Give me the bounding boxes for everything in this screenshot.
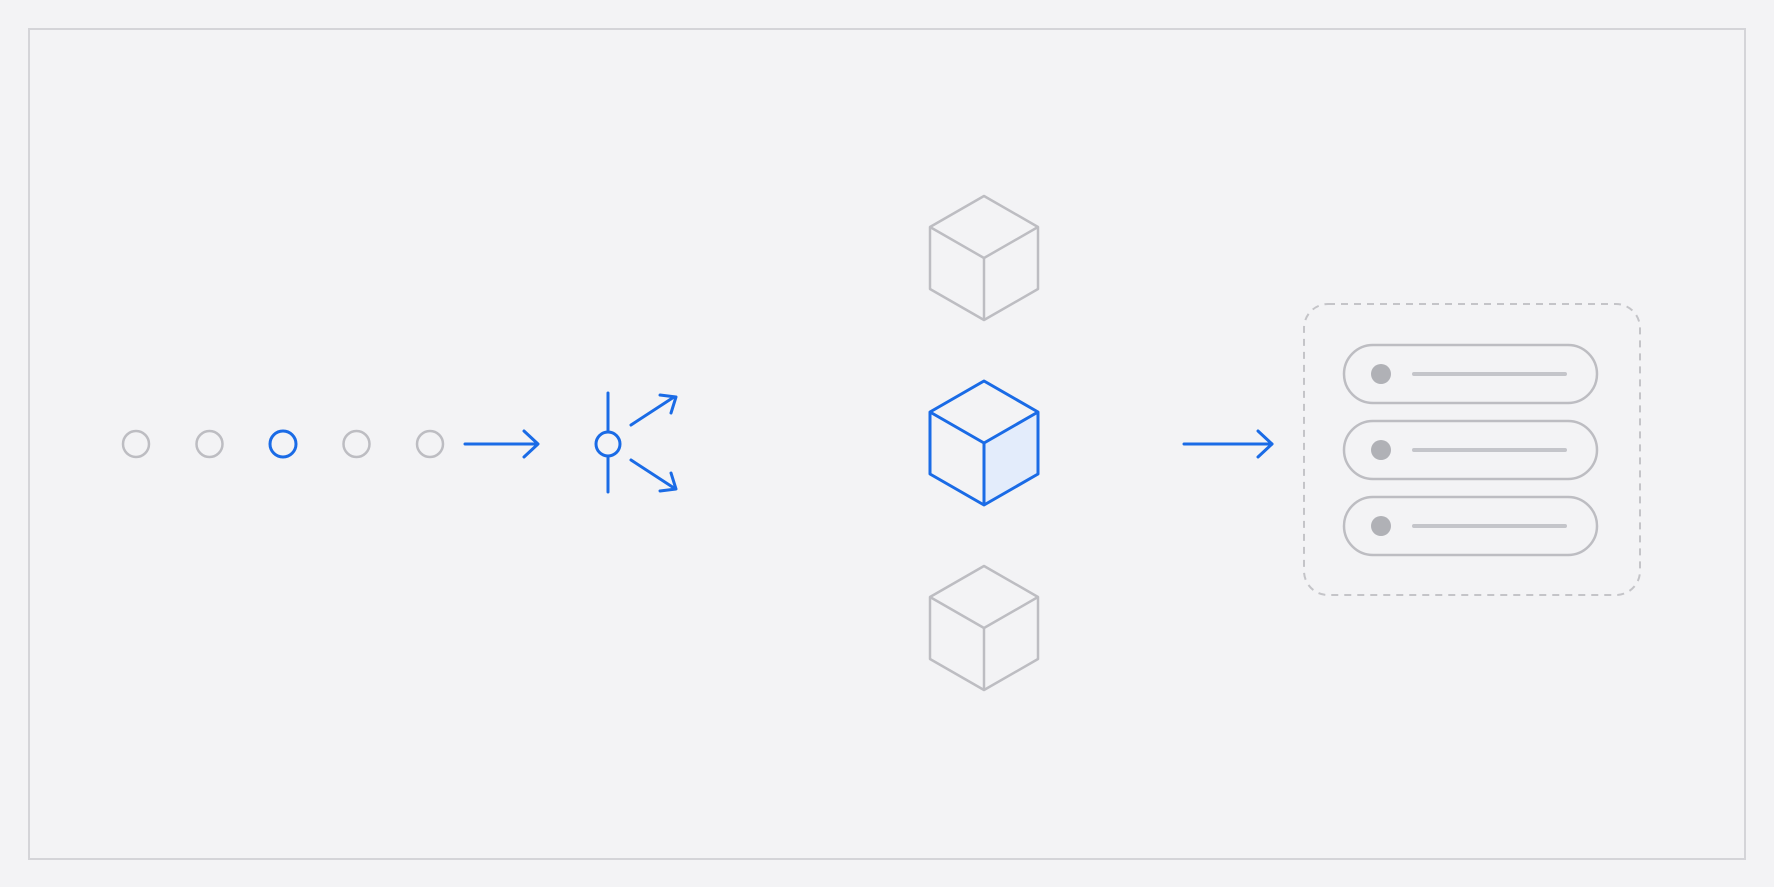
list-item xyxy=(1342,495,1599,557)
list-bullet xyxy=(1371,440,1391,460)
diagram-frame xyxy=(28,28,1746,860)
list-item xyxy=(1342,419,1599,481)
cube-icon xyxy=(928,194,1040,322)
split-router-icon xyxy=(594,391,678,494)
node-circle xyxy=(195,429,224,459)
cube-icon xyxy=(928,564,1040,692)
node-circle xyxy=(121,429,151,459)
list-bullet xyxy=(1371,516,1391,536)
list-item xyxy=(1342,343,1599,405)
node-circle xyxy=(342,429,371,459)
node-circle xyxy=(415,429,445,459)
input-nodes xyxy=(121,429,445,459)
output-container xyxy=(1303,303,1641,596)
active-node-circle xyxy=(268,429,298,459)
cube-stack xyxy=(928,194,1040,692)
output-list xyxy=(1342,343,1599,557)
arrow-right-icon xyxy=(463,429,540,459)
list-bullet xyxy=(1371,364,1391,384)
list-icon xyxy=(1303,303,1641,596)
cube-icon xyxy=(928,379,1040,507)
arrow-right-icon xyxy=(1182,429,1274,459)
